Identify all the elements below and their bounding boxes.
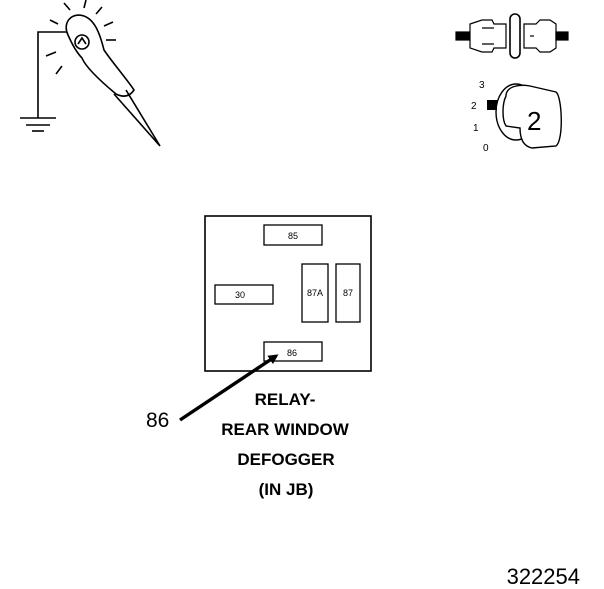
relay-pin-30-label: 30: [235, 290, 245, 300]
relay-label-line-3: DEFOGGER: [237, 450, 334, 469]
relay-label: RELAY- REAR WINDOW DEFOGGER (IN JB): [221, 390, 349, 499]
test-lamp-probe-icon: [20, 0, 161, 147]
key-position-2: 2: [471, 101, 477, 112]
relay-label-line-2: REAR WINDOW: [221, 420, 349, 439]
disconnected-connector-icon: [455, 13, 569, 59]
key-position-3: 3: [479, 80, 485, 91]
relay-pin-30: [214, 284, 274, 305]
relay-label-line-4: (IN JB): [259, 480, 314, 499]
relay-pin-87a-label: 87A: [307, 288, 323, 298]
ignition-key-icon: 3 2 1 0 2: [471, 80, 562, 154]
relay-rear-window-defogger: 85 30 87A 87 86: [204, 215, 372, 372]
relay-label-line-1: RELAY-: [255, 390, 316, 409]
relay-pin-86: [263, 341, 323, 362]
callout-arrow: [179, 354, 279, 422]
key-position-0: 0: [483, 143, 489, 154]
relay-pin-86-label: 86: [287, 348, 297, 358]
relay-pin-85-label: 85: [288, 231, 298, 241]
relay-pin-87-label: 87: [343, 288, 353, 298]
relay-pin-87: [335, 263, 361, 323]
key-position-1: 1: [473, 123, 479, 134]
figure-number: 322254: [507, 564, 580, 589]
relay-pin-85: [263, 224, 323, 246]
relay-pin-87a: [301, 263, 329, 323]
callout-label: 86: [146, 409, 169, 432]
key-selected-position: 2: [527, 106, 541, 136]
